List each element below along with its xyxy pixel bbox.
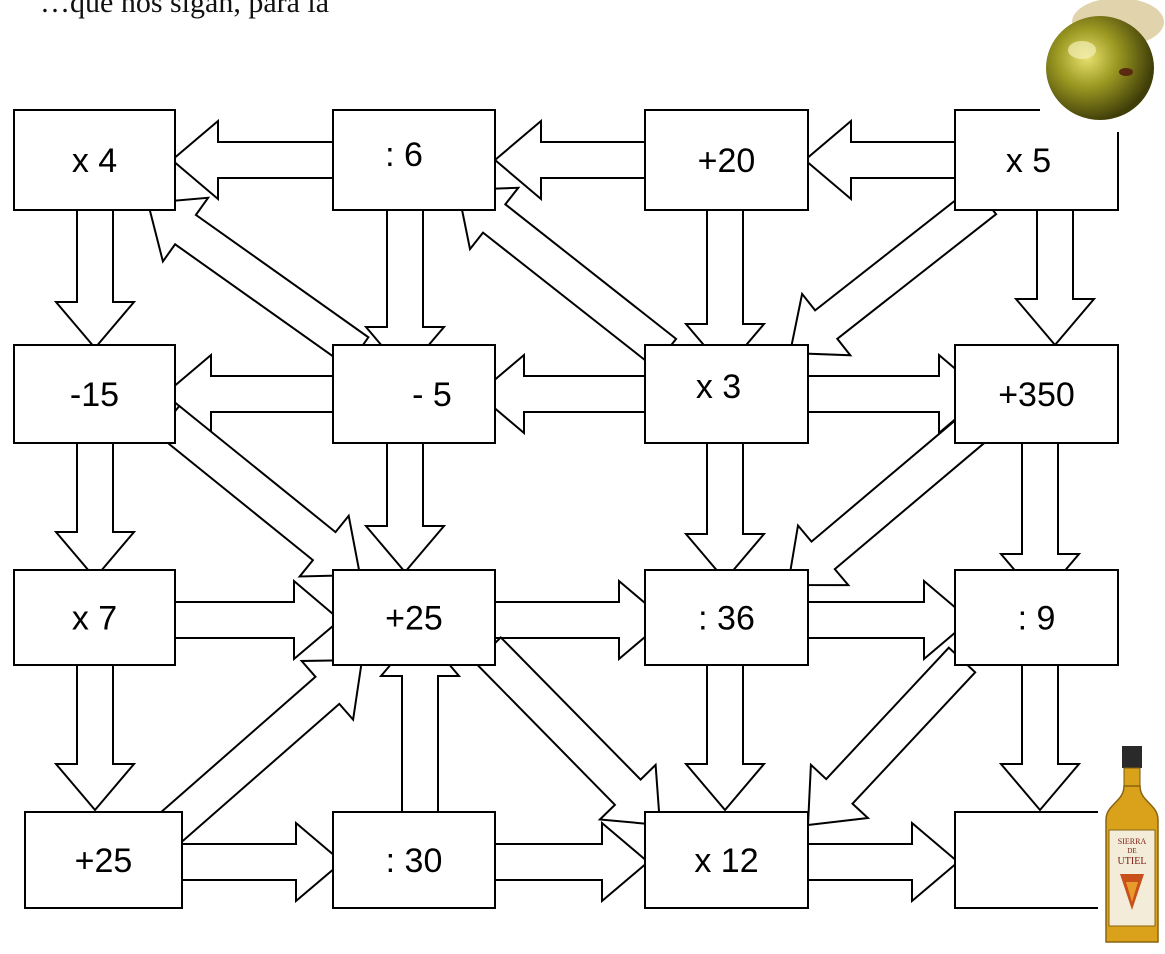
box-r4c3: x 12 xyxy=(644,811,809,909)
bottle-label-line-1: SIERRA xyxy=(1118,837,1147,846)
box-label: x 12 xyxy=(694,842,758,880)
box-frame xyxy=(24,811,183,909)
box-frame xyxy=(13,344,176,444)
bottle-label-line-3: UTIEL xyxy=(1118,856,1147,867)
box-r3c3: : 36 xyxy=(644,569,809,666)
box-label: +25 xyxy=(75,842,133,880)
box-frame xyxy=(644,569,809,666)
box-frame xyxy=(332,344,496,444)
caption-text: …que nos sigan, para la xyxy=(40,0,330,19)
box-frame xyxy=(13,569,176,666)
box-r3c1: x 7 xyxy=(13,569,176,666)
arrow-r3c4-to-r4c3 xyxy=(806,646,977,827)
box-r2c1: -15 xyxy=(13,344,176,444)
box-r1c3: +20 xyxy=(644,109,809,211)
box-r1c2: : 6 xyxy=(332,109,496,211)
arrow-r2c2-to-r1c1 xyxy=(146,196,370,369)
box-label: : 36 xyxy=(698,600,755,638)
box-label: - 5 xyxy=(412,376,452,414)
box-r2c4: +350 xyxy=(954,344,1119,444)
box-frame xyxy=(644,811,809,909)
box-r4c4 xyxy=(954,811,1119,909)
box-label: x 5 xyxy=(1006,142,1051,180)
arrow-r3c2-to-r4c3 xyxy=(473,635,662,827)
boxes-layer: x 4 : 6 +20 x 5 -15 - 5 x 3 +350 x 7 +25 : 36 : 9 +2… xyxy=(13,109,1119,909)
box-label: +350 xyxy=(998,376,1075,414)
arrow-r1c1-to-r2c1 xyxy=(53,209,137,350)
box-label: -15 xyxy=(70,376,119,414)
box-label: : 6 xyxy=(385,136,423,174)
arrow-r3c1-to-r4c1 xyxy=(53,664,137,812)
box-label: x 3 xyxy=(696,368,741,406)
box-label: : 30 xyxy=(386,842,443,880)
box-label: : 9 xyxy=(1018,600,1056,638)
box-frame xyxy=(954,344,1119,444)
box-frame xyxy=(332,811,496,909)
box-r2c3: x 3 xyxy=(644,344,809,444)
box-frame xyxy=(332,569,496,666)
box-r4c2: : 30 xyxy=(332,811,496,909)
arrow-r2c3-to-r1c2 xyxy=(456,186,678,369)
box-frame xyxy=(644,109,809,211)
arrow-r4c1-to-r4c2 xyxy=(181,820,344,904)
box-frame xyxy=(954,811,1119,909)
olive-oil-bottle-image: SIERRA DE UTIEL xyxy=(1098,742,1165,949)
arrow-r3c4-to-r4c4 xyxy=(998,664,1082,812)
arrow-r1c4-to-r2c4 xyxy=(1013,209,1097,347)
arrow-r4c1-to-r3c2 xyxy=(154,658,364,845)
box-r4c1: +25 xyxy=(24,811,183,909)
box-frame xyxy=(954,569,1119,666)
arrow-r4c3-to-r4c4 xyxy=(807,820,960,904)
olive-image xyxy=(1040,0,1165,132)
box-frame xyxy=(13,109,176,211)
olive-icon xyxy=(1046,0,1164,120)
box-r3c4: : 9 xyxy=(954,569,1119,666)
arrow-r2c2-to-r3c2 xyxy=(363,442,447,574)
box-r2c2: - 5 xyxy=(332,344,496,444)
arrow-r1c3-to-r1c2 xyxy=(493,118,646,202)
box-frame xyxy=(332,109,496,211)
arrow-r2c1-to-r3c1 xyxy=(53,442,137,580)
box-frame xyxy=(644,344,809,444)
arrow-r1c4-to-r2c3 xyxy=(788,184,998,357)
arrow-r2c2-to-r2c1 xyxy=(163,352,334,436)
arrow-r3c2-to-r3c3 xyxy=(494,578,667,662)
arrow-r4c2-to-r4c3 xyxy=(494,820,650,904)
arrow-r1c4-to-r1c3 xyxy=(803,118,956,202)
arrows-layer xyxy=(53,118,1097,904)
arrow-r2c4-to-r3c3 xyxy=(786,407,994,587)
arrow-r3c3-to-r4c3 xyxy=(683,664,767,812)
bottle-icon: SIERRA DE UTIEL xyxy=(1105,746,1159,943)
box-label: +20 xyxy=(698,142,756,180)
arrow-r2c3-to-r3c3 xyxy=(683,442,767,582)
box-r1c1: x 4 xyxy=(13,109,176,211)
box-r3c2: +25 xyxy=(332,569,496,666)
box-label: x 7 xyxy=(72,600,117,638)
arrow-r3c3-to-r3c4 xyxy=(807,578,972,662)
box-label: x 4 xyxy=(72,142,117,180)
arrow-r2c1-to-r3c2 xyxy=(155,404,362,578)
arrow-r1c2-to-r1c1 xyxy=(170,118,334,202)
arrow-r2c3-to-r2c2 xyxy=(476,352,646,436)
bottle-label-line-2: DE xyxy=(1127,847,1136,855)
box-label: +25 xyxy=(385,600,443,638)
arrow-r3c1-to-r3c2 xyxy=(174,578,342,662)
